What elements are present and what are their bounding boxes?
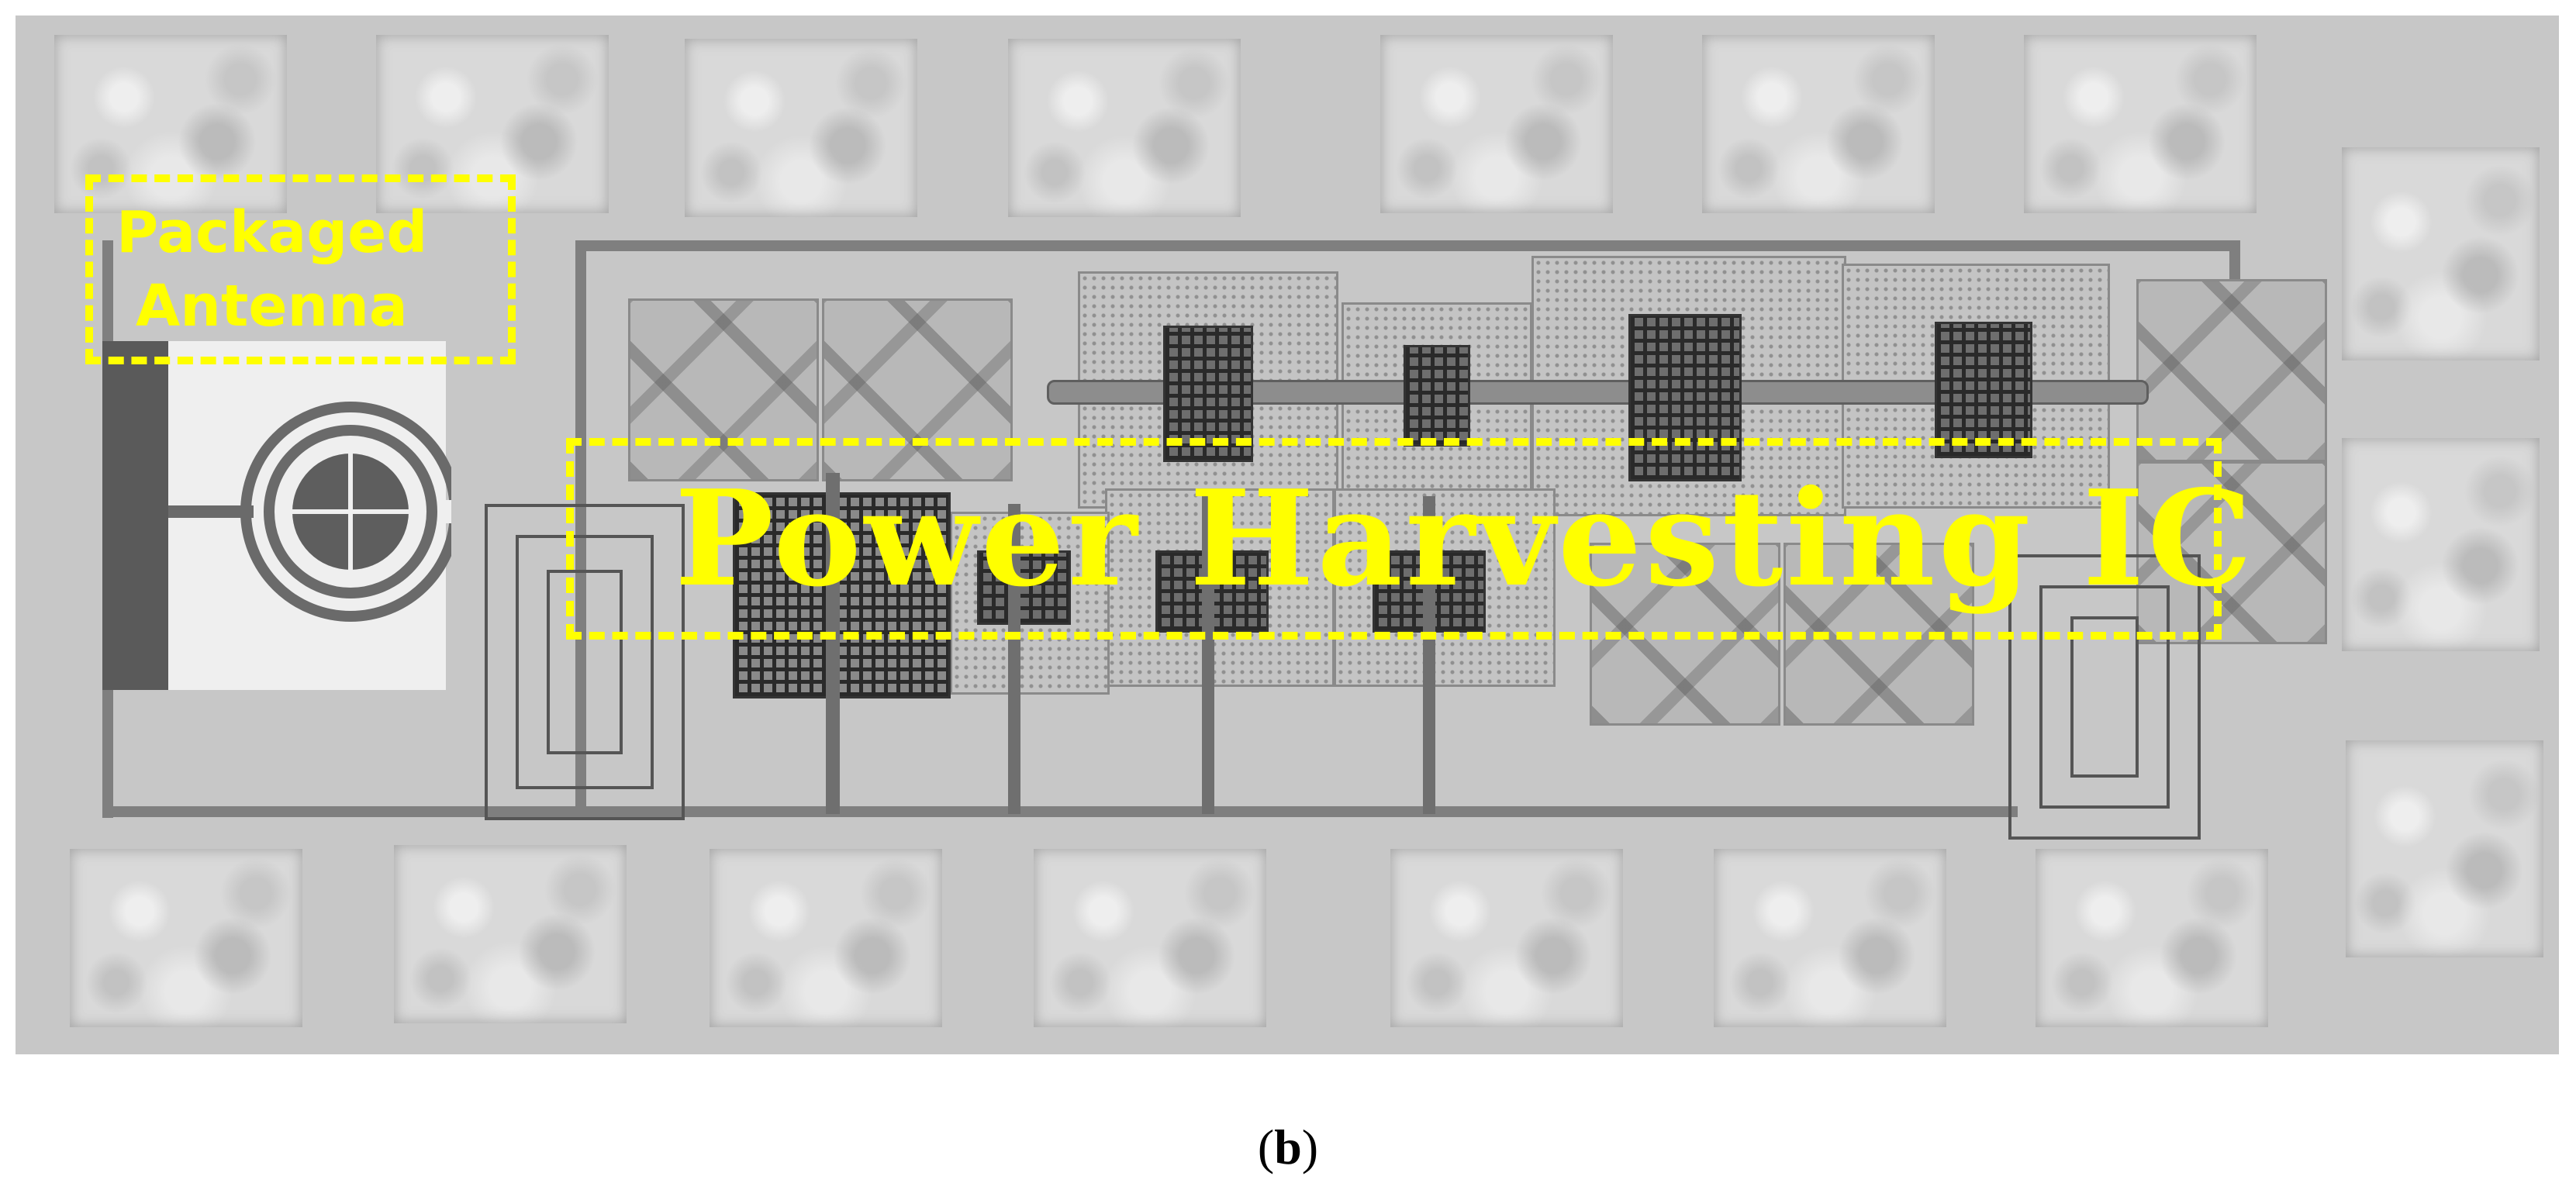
- bond-pad: [376, 35, 609, 213]
- inductor: [485, 504, 685, 820]
- metal-trace: [575, 806, 2018, 817]
- bond-pad: [1034, 849, 1266, 1027]
- bond-pad: [2024, 35, 2257, 213]
- bond-pad: [2342, 438, 2540, 651]
- capacitor-array: [2136, 461, 2327, 644]
- transistor-array: [1163, 326, 1253, 462]
- bond-pad: [685, 39, 917, 217]
- metal-trace: [102, 806, 583, 817]
- inductor: [2039, 585, 2170, 809]
- bond-pad: [394, 845, 627, 1023]
- subfigure-label-open-paren: (: [1257, 1119, 1275, 1174]
- inductor: [2008, 554, 2201, 840]
- metal-trace: [1202, 496, 1214, 814]
- subfigure-label: (b): [0, 1116, 2576, 1178]
- metal-trace: [1423, 496, 1435, 814]
- transistor-array: [1935, 322, 2032, 458]
- inductor: [2070, 616, 2139, 778]
- bond-pad: [70, 849, 302, 1027]
- metal-trace: [575, 240, 2239, 251]
- metal-trace: [575, 240, 586, 818]
- packaged-antenna-callout-box: [85, 174, 516, 364]
- transistor-array: [977, 550, 1071, 625]
- antenna-feed-strip: [102, 341, 168, 690]
- capacitor-array: [822, 298, 1013, 481]
- bond-pad: [1702, 35, 1935, 213]
- bond-pad: [2036, 849, 2268, 1027]
- antenna-icon: [168, 402, 451, 622]
- subfigure-label-close-paren: ): [1301, 1119, 1319, 1174]
- bond-pad: [710, 849, 942, 1027]
- subfigure-label-letter: b: [1274, 1119, 1302, 1174]
- bond-pad: [1008, 39, 1241, 217]
- metal-trace: [1008, 504, 1020, 814]
- packaged-antenna-label-line2: Antenna: [136, 273, 408, 340]
- metal-trace: [826, 473, 840, 814]
- bond-pad: [2346, 740, 2543, 957]
- bond-pad: [1380, 35, 1613, 213]
- capacitor-array: [628, 298, 819, 481]
- bond-pad: [54, 35, 287, 213]
- bond-pad: [2342, 147, 2540, 360]
- transistor-array: [1404, 345, 1470, 447]
- bond-pad: [1390, 849, 1623, 1027]
- capacitor-array: [2136, 279, 2327, 462]
- transistor-array: [1628, 314, 1742, 481]
- chip-die-photo: Packaged Antenna Power Harvesting IC: [16, 16, 2559, 1054]
- inductor: [516, 535, 654, 789]
- packaged-antenna-label-line1: Packaged: [116, 199, 428, 266]
- inductor: [547, 570, 623, 754]
- power-harvesting-ic-label: Power Harvesting IC: [675, 461, 2256, 616]
- transistor-array: [733, 492, 951, 698]
- bond-pad: [1714, 849, 1946, 1027]
- power-harvesting-ic-callout-box: [566, 438, 2222, 640]
